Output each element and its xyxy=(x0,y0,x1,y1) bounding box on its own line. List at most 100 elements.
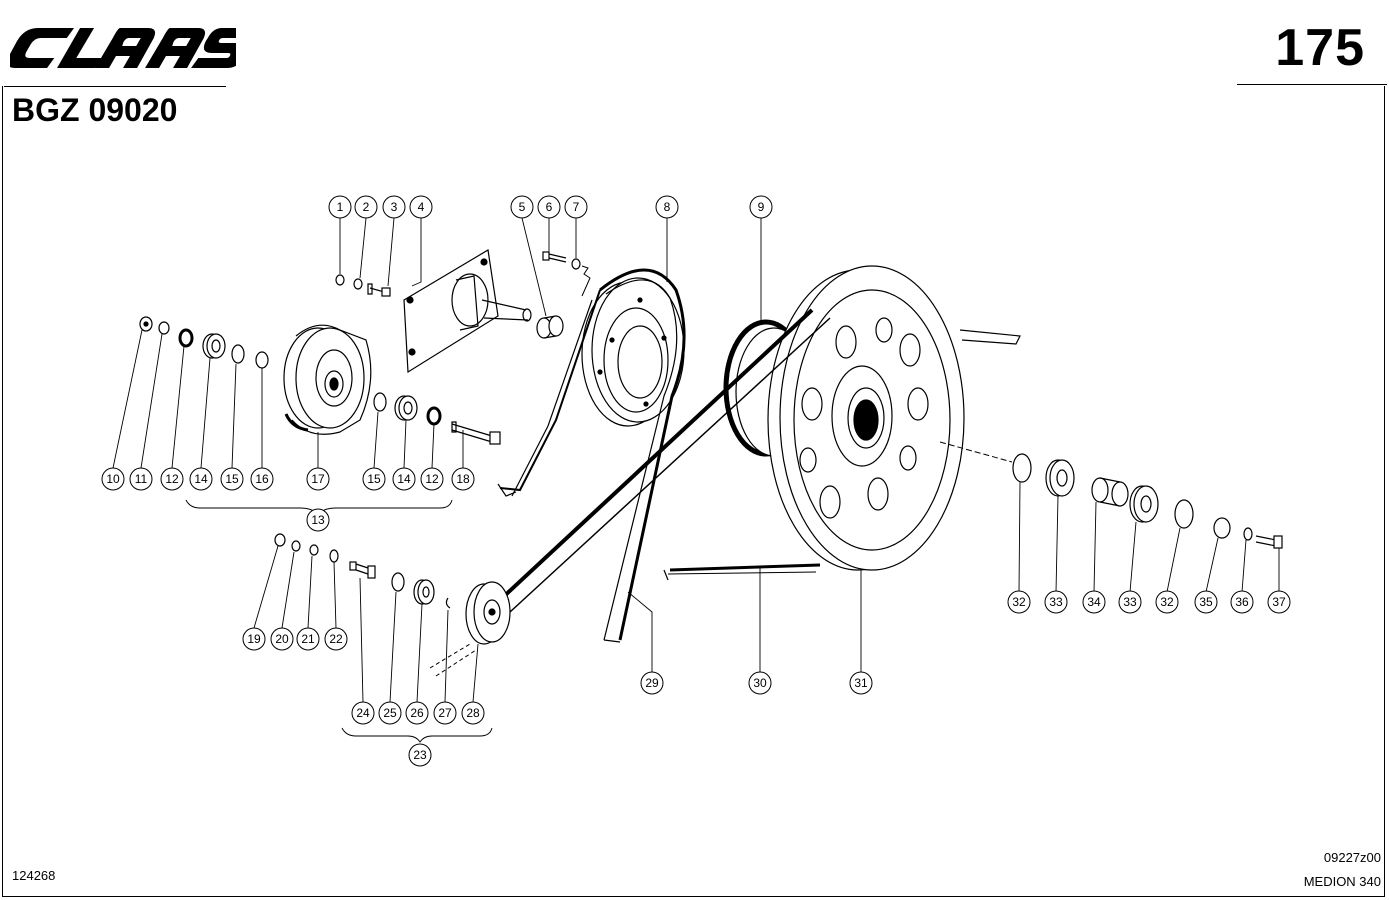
callout-14a: 14 xyxy=(189,467,213,491)
part-26-bearing xyxy=(413,579,435,605)
callout-30: 30 xyxy=(748,671,772,695)
part-16-ring xyxy=(255,351,269,369)
part-14b-bearing xyxy=(394,395,418,421)
callout-18: 18 xyxy=(451,467,475,491)
callout-22: 22 xyxy=(324,627,348,651)
svg-text:1: 1 xyxy=(337,200,344,214)
claas-logo xyxy=(10,28,236,68)
svg-text:8: 8 xyxy=(664,200,671,214)
callout-2: 2 xyxy=(354,195,378,219)
part-36-washer xyxy=(1243,527,1253,541)
part-20-washer xyxy=(291,540,301,552)
part-28-pulley xyxy=(465,581,511,645)
svg-text:33: 33 xyxy=(1049,595,1063,609)
svg-text:12: 12 xyxy=(425,472,439,486)
part-17-pulley xyxy=(283,324,372,435)
svg-text:9: 9 xyxy=(758,200,765,214)
svg-text:17: 17 xyxy=(311,472,325,486)
svg-text:15: 15 xyxy=(367,472,381,486)
header-rule-left xyxy=(4,86,226,87)
callout-31: 31 xyxy=(849,671,873,695)
callout-28: 28 xyxy=(461,701,485,725)
part-31-pulley xyxy=(767,265,1021,571)
callout-20: 20 xyxy=(270,627,294,651)
part-10-nut xyxy=(139,316,153,332)
callout-7: 7 xyxy=(564,195,588,219)
part-30-belt xyxy=(498,308,831,613)
callout-36: 36 xyxy=(1230,590,1254,614)
part-34-sleeve xyxy=(1091,477,1129,507)
callout-3: 3 xyxy=(382,195,406,219)
svg-text:15: 15 xyxy=(225,472,239,486)
callout-15b: 15 xyxy=(362,467,386,491)
callout-13: 13 xyxy=(306,508,330,532)
part-18-bolt xyxy=(451,421,501,445)
callout-32b: 32 xyxy=(1155,590,1179,614)
svg-text:28: 28 xyxy=(466,706,480,720)
page-frame xyxy=(2,86,1385,897)
callout-37: 37 xyxy=(1267,590,1291,614)
svg-text:19: 19 xyxy=(247,632,261,646)
callout-12a: 12 xyxy=(160,467,184,491)
svg-text:2: 2 xyxy=(363,200,370,214)
svg-text:16: 16 xyxy=(255,472,269,486)
svg-text:24: 24 xyxy=(356,706,370,720)
callout-33b: 33 xyxy=(1118,590,1142,614)
callout-12b: 12 xyxy=(420,467,444,491)
callout-5: 5 xyxy=(510,195,534,219)
part-12b-seal xyxy=(426,406,442,426)
part-25-circlip xyxy=(391,572,405,592)
svg-text:34: 34 xyxy=(1087,595,1101,609)
callout-14b: 14 xyxy=(392,467,416,491)
svg-text:3: 3 xyxy=(391,200,398,214)
callout-29: 29 xyxy=(640,671,664,695)
part-33a-bearing xyxy=(1045,459,1075,497)
part-8-pulley xyxy=(581,277,685,427)
svg-text:11: 11 xyxy=(135,472,148,486)
callout-9: 9 xyxy=(749,195,773,219)
part-15-circlip xyxy=(231,344,245,364)
callout-26: 26 xyxy=(405,701,429,725)
svg-text:27: 27 xyxy=(438,706,452,720)
callout-19: 19 xyxy=(242,627,266,651)
part-11-washer xyxy=(158,321,170,335)
callout-25: 25 xyxy=(378,701,402,725)
part-3-bolt xyxy=(367,283,391,297)
svg-text:12: 12 xyxy=(165,472,179,486)
callout-24: 24 xyxy=(351,701,375,725)
svg-text:36: 36 xyxy=(1235,595,1249,609)
part-12-seal xyxy=(178,328,194,348)
svg-text:14: 14 xyxy=(397,472,411,486)
callout-8: 8 xyxy=(655,195,679,219)
callout-16: 16 xyxy=(250,467,274,491)
part-24-stud xyxy=(349,561,376,579)
svg-text:32: 32 xyxy=(1160,595,1174,609)
svg-text:25: 25 xyxy=(383,706,397,720)
header-rule-right xyxy=(1237,84,1387,85)
callout-10: 10 xyxy=(101,467,125,491)
callout-4: 4 xyxy=(409,195,433,219)
part-33b-bearing xyxy=(1129,485,1159,523)
svg-text:32: 32 xyxy=(1012,595,1026,609)
svg-text:6: 6 xyxy=(546,200,553,214)
part-29-belt xyxy=(497,268,686,643)
part-32a-circlip xyxy=(1012,453,1032,483)
svg-text:35: 35 xyxy=(1199,595,1213,609)
callout-15a: 15 xyxy=(220,467,244,491)
bracket-plate xyxy=(403,249,532,374)
part-32b-circlip xyxy=(1174,499,1194,529)
callout-32a: 32 xyxy=(1007,590,1031,614)
svg-text:37: 37 xyxy=(1272,595,1286,609)
part-21-washer xyxy=(309,544,319,556)
svg-text:31: 31 xyxy=(854,676,868,690)
part-6-bolt xyxy=(542,251,567,263)
callout-35: 35 xyxy=(1194,590,1218,614)
part-7-washer xyxy=(571,258,581,270)
svg-text:4: 4 xyxy=(418,200,425,214)
svg-text:23: 23 xyxy=(413,748,427,762)
part-14-bearing xyxy=(202,333,226,359)
svg-text:26: 26 xyxy=(410,706,424,720)
svg-text:30: 30 xyxy=(753,676,767,690)
